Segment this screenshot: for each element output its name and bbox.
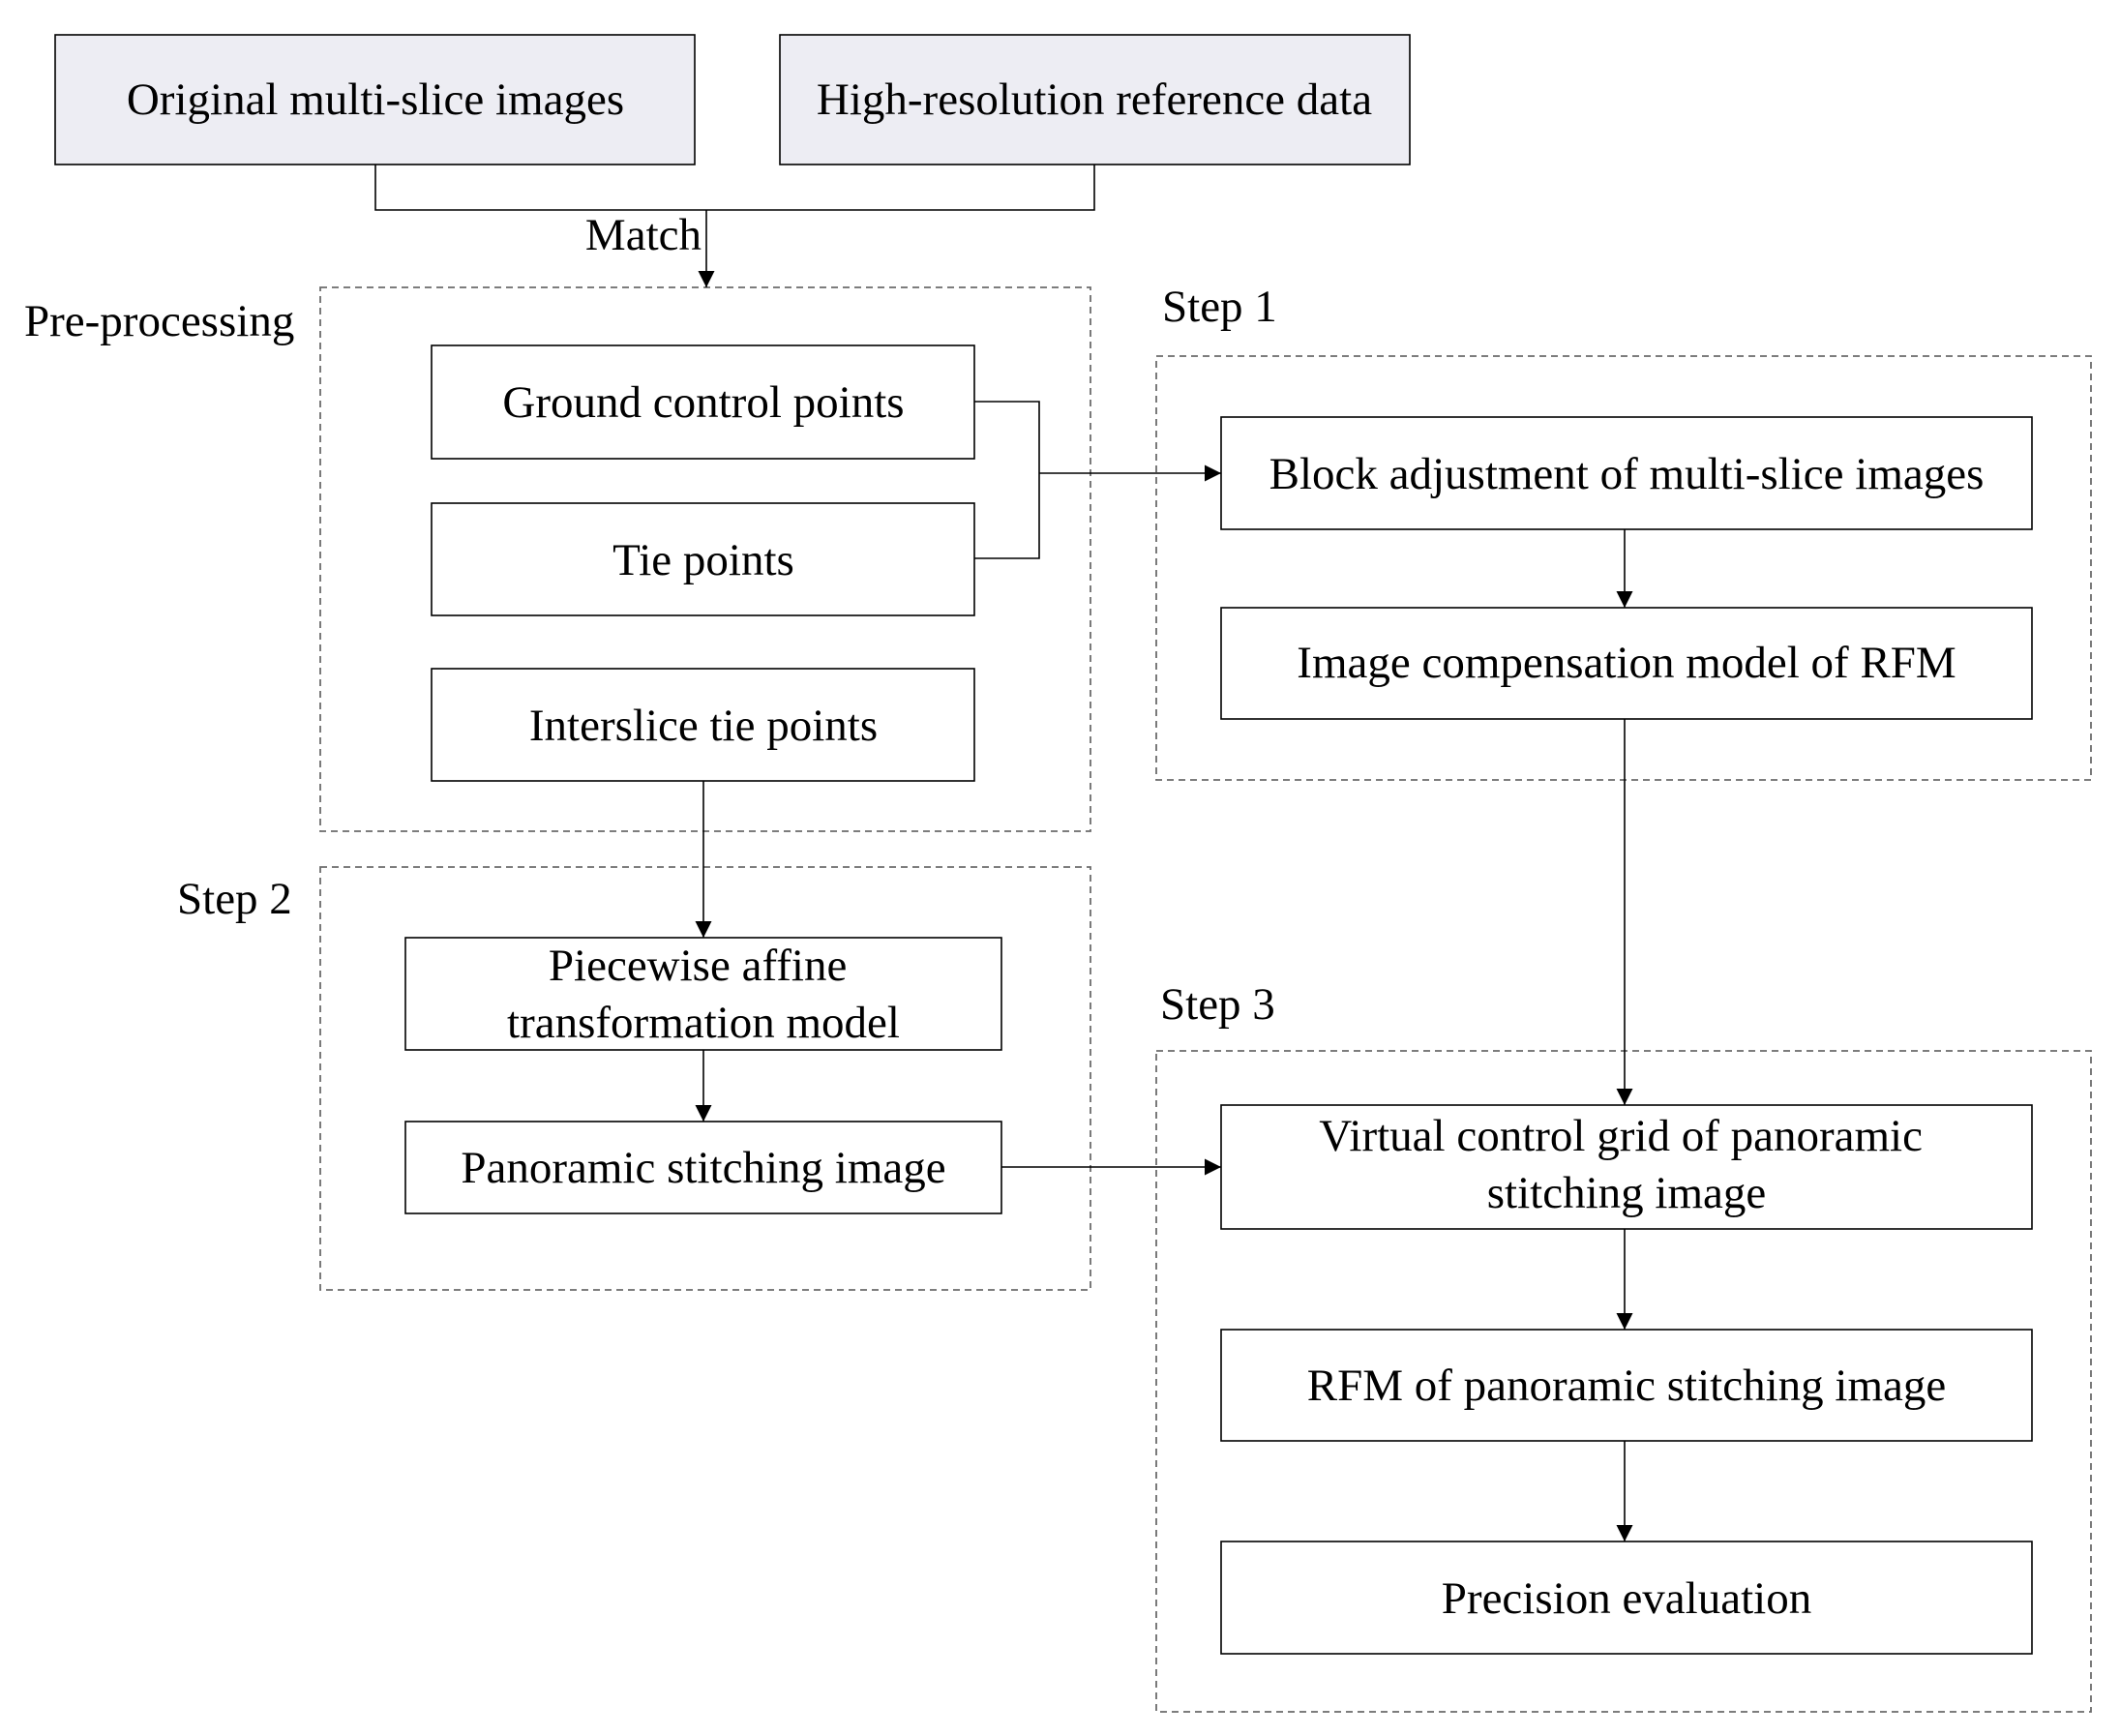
source-original-images-text: Original multi-slice images — [127, 75, 624, 125]
box-tie-points: Tie points — [431, 502, 975, 616]
source-original-images: Original multi-slice images — [54, 34, 696, 165]
box-interslice-tie-points: Interslice tie points — [431, 668, 975, 782]
box-interslice-tie-points-text: Interslice tie points — [529, 701, 878, 751]
box-compensation-model: Image compensation model of RFM — [1220, 607, 2033, 720]
box-piecewise-affine-line-1: Piecewise affine — [549, 941, 847, 991]
box-tie-points-text: Tie points — [612, 535, 794, 585]
box-piecewise-affine: Piecewise affine transformation model — [404, 937, 1002, 1051]
group-label-preprocessing: Pre-processing — [24, 296, 294, 346]
gcp-bracket — [974, 401, 1040, 559]
box-rfm-panoramic-text: RFM of panoramic stitching image — [1307, 1361, 1947, 1411]
group-preprocessing — [319, 286, 1091, 832]
source-reference-data-text: High-resolution reference data — [817, 75, 1372, 125]
box-panoramic-stitching: Panoramic stitching image — [404, 1121, 1002, 1214]
box-block-adjustment-text: Block adjustment of multi-slice images — [1269, 449, 1985, 499]
box-ground-control-points: Ground control points — [431, 344, 975, 460]
merge-connector — [374, 165, 1095, 211]
box-virtual-control-grid: Virtual control grid of panoramic stitch… — [1220, 1104, 2033, 1230]
box-ground-control-points-text: Ground control points — [502, 377, 904, 428]
source-reference-data: High-resolution reference data — [779, 34, 1411, 165]
group-label-step1: Step 1 — [1162, 282, 1277, 332]
box-virtual-control-grid-line-2: stitching image — [1487, 1168, 1766, 1218]
box-virtual-control-grid-line-1: Virtual control grid of panoramic — [1319, 1111, 1923, 1161]
group-label-step2: Step 2 — [177, 874, 292, 924]
box-piecewise-affine-text: Piecewise affine transformation model — [507, 941, 900, 1048]
box-piecewise-affine-line-2: transformation model — [507, 998, 900, 1048]
box-virtual-control-grid-text: Virtual control grid of panoramic stitch… — [1319, 1111, 1933, 1218]
group-step2 — [319, 866, 1091, 1291]
box-precision-evaluation-text: Precision evaluation — [1442, 1573, 1811, 1624]
box-compensation-model-text: Image compensation model of RFM — [1297, 638, 1956, 688]
box-block-adjustment: Block adjustment of multi-slice images — [1220, 416, 2033, 530]
box-panoramic-stitching-text: Panoramic stitching image — [461, 1143, 945, 1193]
match-label: Match — [585, 210, 702, 260]
box-rfm-panoramic: RFM of panoramic stitching image — [1220, 1329, 2033, 1442]
group-step3 — [1155, 1050, 2092, 1713]
group-step1 — [1155, 355, 2092, 781]
box-precision-evaluation: Precision evaluation — [1220, 1541, 2033, 1655]
group-label-step3: Step 3 — [1160, 979, 1275, 1030]
